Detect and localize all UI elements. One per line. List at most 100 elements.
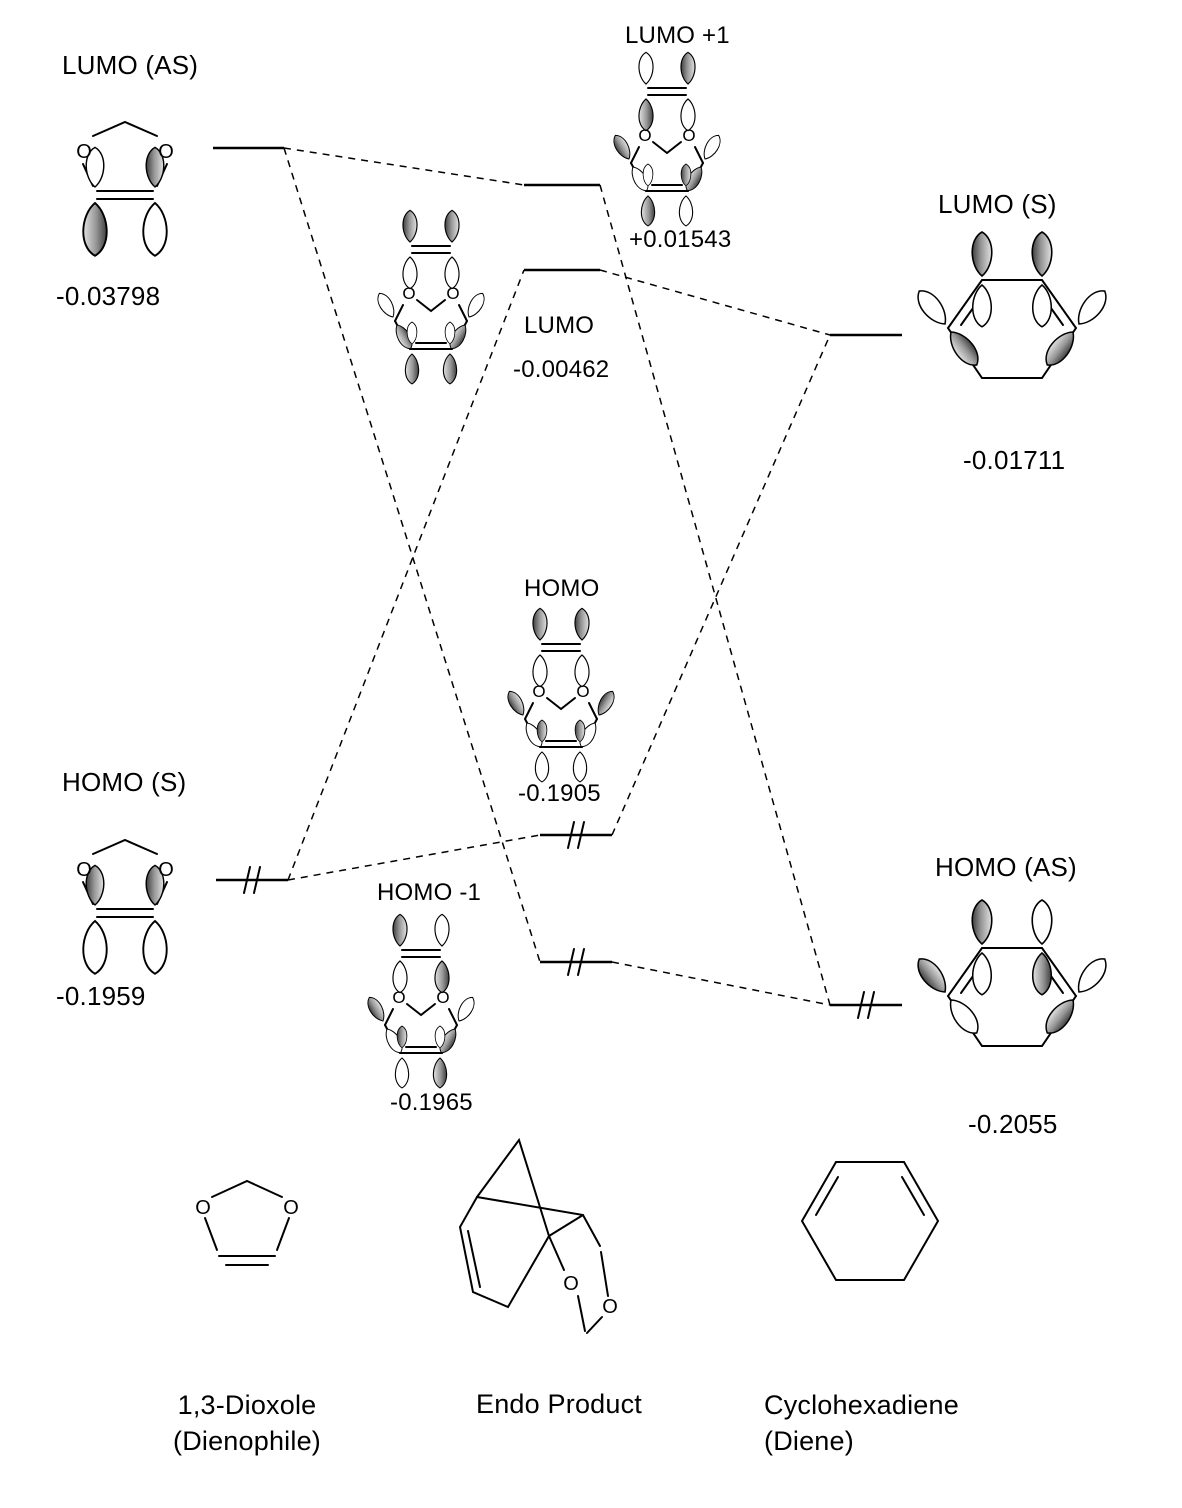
orbital-lobe	[971, 952, 993, 996]
product-lumo-energy: -0.00462	[513, 356, 610, 383]
diene-name: Cyclohexadiene	[764, 1390, 959, 1420]
orbital-lobe	[142, 202, 168, 257]
orbital-lobe	[82, 202, 108, 257]
orbital-lobe	[574, 607, 590, 641]
orbital-lobe	[1031, 231, 1053, 277]
corr-dienophile-homo-product-homo	[287, 834, 541, 881]
oxygen-atom-label: O	[446, 284, 459, 303]
corr-product-lumo1-diene-homo	[599, 184, 831, 1006]
oxygen-atom-label: O	[392, 988, 405, 1007]
orbital-lobe	[1039, 325, 1082, 372]
endo-product-structure: O O	[458, 1137, 618, 1334]
product-lumo-plus1-energy: +0.01543	[629, 226, 732, 253]
diene-lumo-label: LUMO (S)	[938, 189, 1057, 219]
orbital-lobe	[373, 289, 399, 321]
dioxole-structure: O O	[195, 1179, 299, 1266]
orbital-lobe	[609, 131, 635, 163]
dienophile-homo-orbital-diagram: O O	[76, 839, 174, 975]
diene-lumo-energy: -0.01711	[963, 445, 1066, 475]
dienophile-homo-energy: -0.1959	[56, 981, 146, 1011]
orbital-lobe	[1031, 899, 1053, 945]
oxygen-atom-label: O	[602, 1296, 618, 1318]
orbital-lobe	[1031, 952, 1053, 996]
dienophile-role: (Dienophile)	[173, 1426, 321, 1456]
orbital-lobe	[432, 1057, 448, 1089]
product-lumo-plus1-orbital-diagram: O O	[609, 51, 725, 227]
orbital-lobe	[911, 952, 954, 999]
orbital-lobe	[404, 353, 420, 385]
orbital-lobe	[392, 913, 408, 947]
oxygen-atom-label: O	[563, 1273, 579, 1295]
oxygen-atom-label: O	[638, 126, 651, 145]
diene-homo-orbital-diagram	[911, 899, 1113, 1047]
orbital-lobe	[911, 284, 954, 331]
orbital-lobe	[463, 289, 489, 321]
orbital-lobe	[444, 209, 460, 243]
orbital-lobe	[453, 993, 479, 1025]
orbital-lobe	[434, 913, 450, 947]
dienophile-name: 1,3-Dioxole	[177, 1390, 317, 1420]
correlation-lines	[283, 147, 831, 1006]
product-homo-label: HOMO	[524, 575, 600, 602]
orbital-lobe	[142, 920, 168, 975]
oxygen-atom-label: O	[158, 141, 174, 163]
orbital-lobe	[699, 131, 725, 163]
product-homo-minus1-label: HOMO -1	[377, 879, 482, 906]
orbital-lobe	[534, 751, 550, 783]
cyclohexadiene-structure	[800, 1161, 940, 1281]
orbital-lobe	[503, 687, 529, 719]
dienophile-lumo-label: LUMO (AS)	[62, 50, 199, 80]
diene-role: (Diene)	[764, 1426, 854, 1456]
oxygen-atom-label: O	[158, 859, 174, 881]
orbital-lobe	[678, 195, 694, 227]
orbital-lobe	[394, 1057, 410, 1089]
corr-product-lumo-diene-lumo	[599, 269, 831, 336]
oxygen-atom-label: O	[682, 126, 695, 145]
orbital-lobe	[680, 51, 696, 85]
oxygen-atom-label: O	[576, 682, 589, 701]
orbital-lobe	[1070, 952, 1113, 999]
oxygen-atom-label: O	[195, 1197, 211, 1219]
product-name: Endo Product	[476, 1389, 643, 1419]
orbital-lobe	[572, 751, 588, 783]
product-homo-minus1-orbital-diagram: O O	[363, 913, 479, 1089]
orbital-lobe	[1039, 993, 1082, 1040]
oxygen-atom-label: O	[76, 859, 92, 881]
orbital-lobe	[638, 51, 654, 85]
diene-lumo-orbital-diagram	[911, 231, 1113, 379]
orbital-lobe	[402, 209, 418, 243]
corr-product-homo1-diene-homo	[611, 961, 831, 1006]
orbital-lobe	[442, 353, 458, 385]
orbital-lobe	[1031, 284, 1053, 328]
orbital-lobe	[363, 993, 389, 1025]
product-homo-orbital-diagram: O O	[503, 607, 619, 783]
orbital-lobe	[971, 284, 993, 328]
orbital-lobe	[82, 920, 108, 975]
product-lumo-plus1-label: LUMO +1	[625, 22, 730, 49]
oxygen-atom-label: O	[532, 682, 545, 701]
corr-product-homo-diene-lumo	[611, 334, 831, 836]
orbital-lobe	[971, 899, 993, 945]
dienophile-homo-label: HOMO (S)	[62, 767, 187, 797]
orbital-lobe	[971, 231, 993, 277]
corr-dienophile-lumo-product-lumo1	[283, 147, 525, 186]
product-homo-minus1-energy: -0.1965	[390, 1089, 473, 1116]
orbital-lobe	[942, 325, 985, 372]
orbital-lobe	[593, 687, 619, 719]
product-homo-energy: -0.1905	[518, 780, 601, 807]
orbital-lobe	[532, 607, 548, 641]
product-lumo-orbital-diagram: O O	[373, 209, 489, 385]
diene-homo-energy: -0.2055	[968, 1109, 1058, 1139]
diene-homo-label: HOMO (AS)	[935, 852, 1077, 882]
orbital-lobe	[640, 195, 656, 227]
orbital-lobe	[942, 993, 985, 1040]
energy-levels	[213, 146, 902, 1007]
oxygen-atom-label: O	[76, 141, 92, 163]
corr-dienophile-homo-product-lumo	[287, 269, 525, 881]
dienophile-lumo-energy: -0.03798	[56, 281, 161, 311]
oxygen-atom-label: O	[402, 284, 415, 303]
product-lumo-label: LUMO	[524, 312, 595, 339]
orbital-lobe	[1070, 284, 1113, 331]
dienophile-lumo-orbital-diagram: O O	[76, 121, 174, 257]
